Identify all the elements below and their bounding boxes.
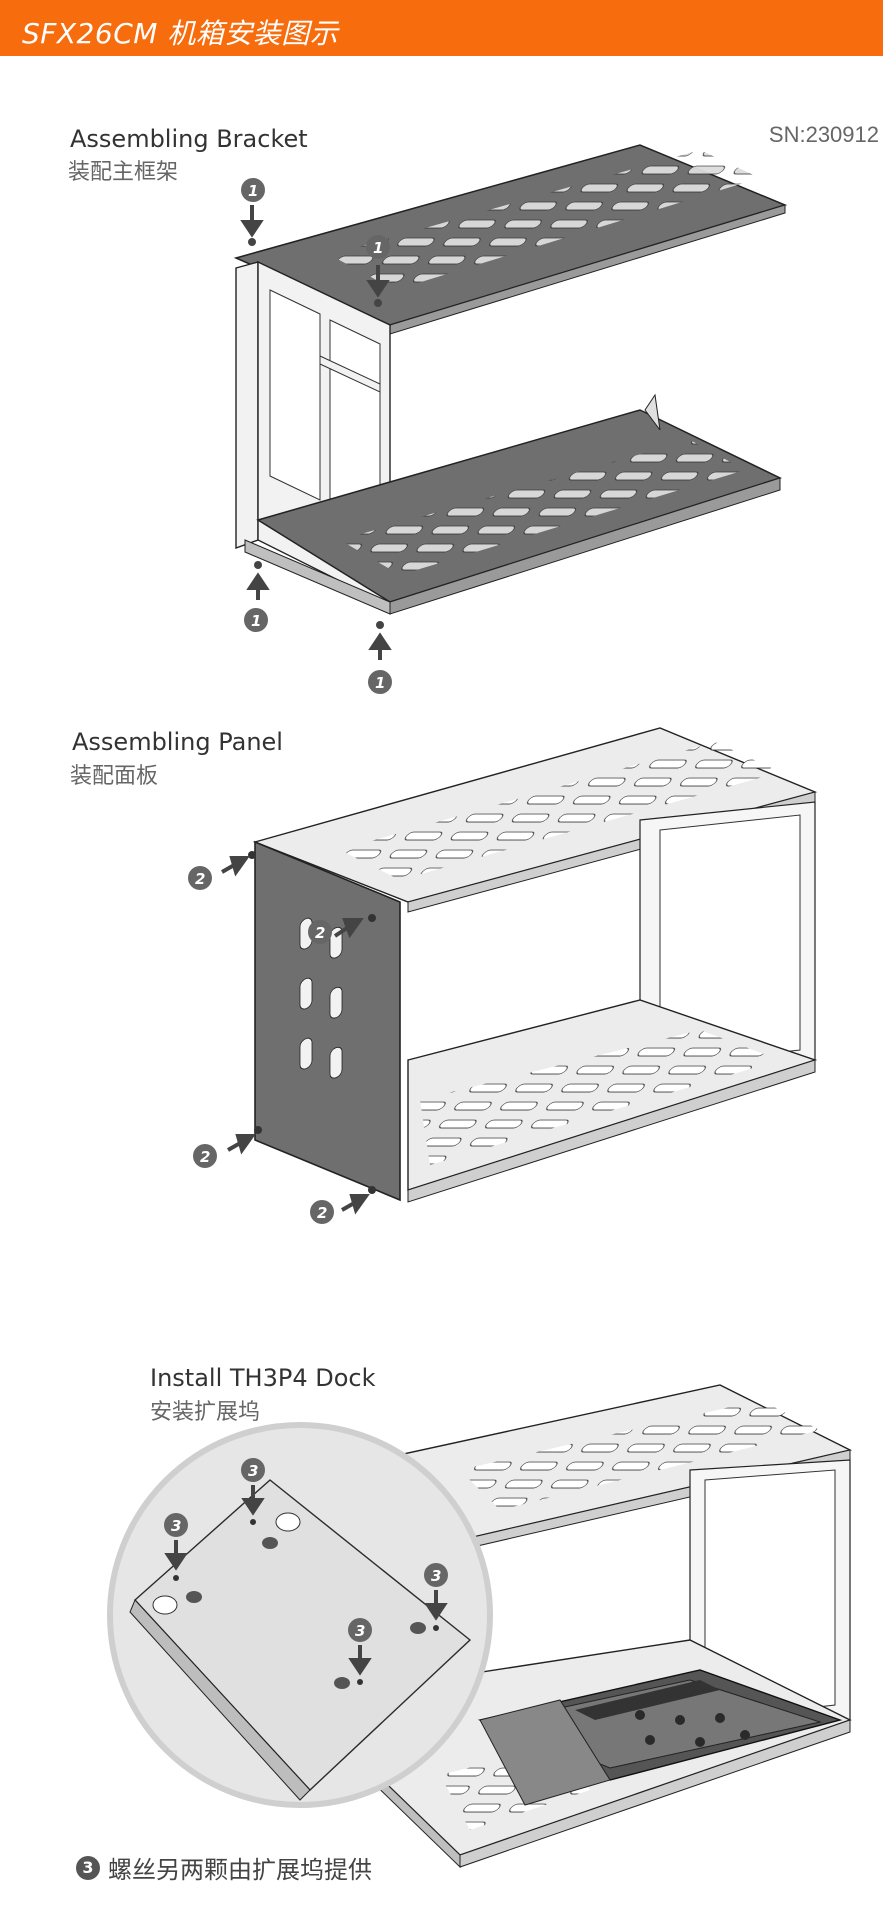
svg-text:2: 2 <box>195 870 205 888</box>
svg-text:2: 2 <box>200 1148 210 1166</box>
step-1-badge: 1 1 1 1 <box>241 178 392 694</box>
section-1-title-zh: 装配主框架 <box>68 160 179 185</box>
panel-illustration: 2 2 2 2 <box>188 727 818 1224</box>
section-2-title-en: Assembling Panel <box>72 728 283 756</box>
step-2-badge: 2 2 2 2 <box>188 866 334 1224</box>
section-1-title-en: Assembling Bracket <box>70 125 308 153</box>
svg-text:3: 3 <box>355 1622 365 1640</box>
header-bar: SFX26CM 机箱安装图示 <box>0 0 883 56</box>
svg-text:3: 3 <box>431 1567 441 1585</box>
svg-text:1: 1 <box>373 239 383 257</box>
section-2-title-zh: 装配面板 <box>70 764 159 789</box>
serial-number: SN:230912 <box>768 122 879 147</box>
page-title: SFX26CM 机箱安装图示 <box>22 17 339 50</box>
step-3-badge: 3 <box>76 1855 100 1880</box>
svg-text:3: 3 <box>171 1517 181 1535</box>
section-3-title-zh: 安装扩展坞 <box>150 1400 261 1425</box>
footer-note-text: 螺丝另两颗由扩展坞提供 <box>108 1856 372 1884</box>
svg-text:2: 2 <box>317 1204 327 1222</box>
step-3-badge: 3 3 3 3 <box>164 1458 448 1642</box>
svg-text:1: 1 <box>375 674 385 692</box>
bracket-illustration: 1 1 1 1 <box>233 144 788 694</box>
svg-text:1: 1 <box>248 182 258 200</box>
section-3-title-en: Install TH3P4 Dock <box>150 1364 376 1392</box>
svg-text:2: 2 <box>315 924 325 942</box>
svg-text:3: 3 <box>248 1462 258 1480</box>
footer-note: 3 螺丝另两颗由扩展坞提供 <box>76 1850 372 1885</box>
svg-text:1: 1 <box>251 612 261 630</box>
